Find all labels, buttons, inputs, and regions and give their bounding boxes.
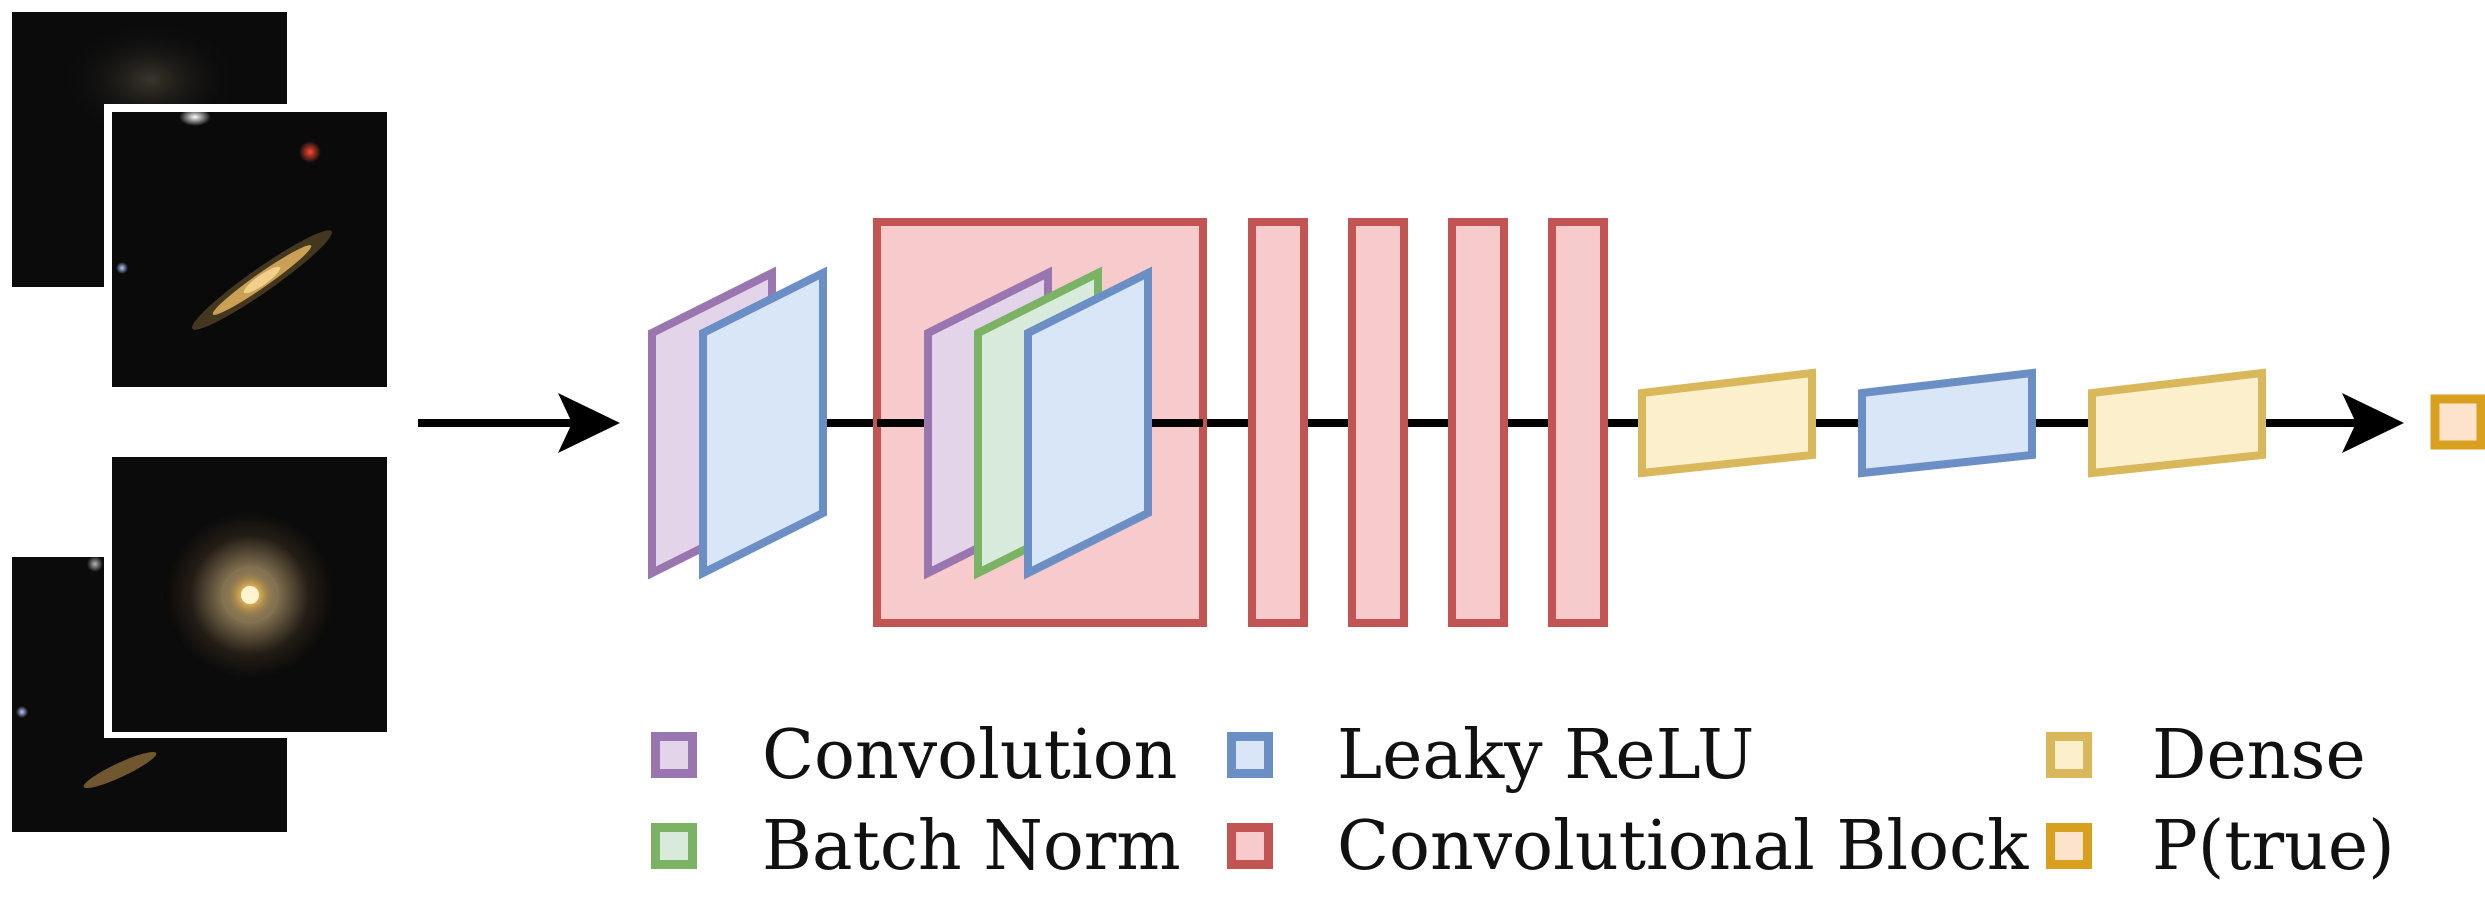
input-image-front-bottom: [104, 449, 393, 738]
legend-swatch-p-true: [2046, 823, 2092, 869]
input-image-group-top: [12, 12, 393, 393]
legend-label-p-true: P(true): [2152, 807, 2395, 886]
conv-block-2: [1348, 218, 1408, 627]
leaky-relu-layer-1: [699, 266, 827, 580]
legend-swatch-conv-block: [1227, 823, 1273, 869]
legend-swatch-convolution: [651, 732, 697, 778]
legend-swatch-dense: [2046, 732, 2092, 778]
legend-label-batch-norm: Batch Norm: [762, 807, 1181, 886]
legend-label-convolution: Convolution: [762, 716, 1178, 795]
leaky-relu-layer-dense: [1858, 368, 2036, 478]
legend-label-leaky-relu: Leaky ReLU: [1337, 716, 1755, 795]
dense-layer-2: [2088, 368, 2266, 478]
flow-arrow-input: [418, 393, 620, 453]
conv-block-3: [1448, 218, 1508, 627]
legend-swatch-batch-norm: [651, 823, 697, 869]
input-image-front-top: [104, 104, 393, 393]
conv-block-1: [1248, 218, 1308, 627]
output-p-true-node: [2430, 394, 2485, 450]
dense-layer-1: [1638, 368, 1816, 478]
flow-arrow-output: [2342, 393, 2404, 453]
legend-swatch-leaky-relu: [1227, 732, 1273, 778]
input-image-group-bottom: [12, 449, 393, 832]
leaky-relu-layer-in-block: [1024, 266, 1152, 580]
legend-label-dense: Dense: [2152, 716, 2366, 795]
legend-label-conv-block: Convolutional Block: [1337, 807, 2029, 886]
conv-block-4: [1548, 218, 1608, 627]
